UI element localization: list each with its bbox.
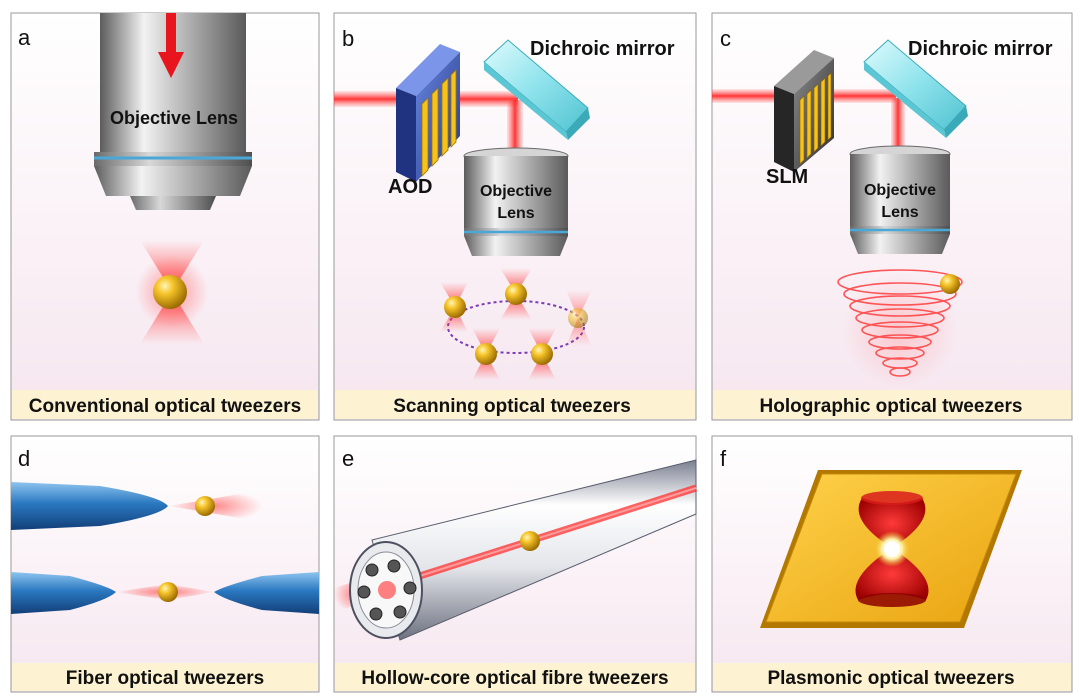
panel-d-letter: d: [18, 446, 30, 471]
objective-lens-label-c-line1: Objective: [864, 182, 936, 199]
caption-bar-c: [713, 390, 1071, 419]
trapped-particle-f: [884, 541, 900, 557]
laser-beam-mid-b: [460, 91, 518, 107]
aod-device: [396, 44, 460, 182]
aod-label: AOD: [388, 176, 432, 198]
caption-bar-d: [12, 663, 318, 691]
panel-f: f Plasmonic optical tweezers: [711, 435, 1073, 693]
caption-e: Hollow-core optical fibre tweezers: [361, 668, 668, 689]
caption-a: Conventional optical tweezers: [29, 396, 301, 417]
panel-d: d Fiber optical tweezers: [10, 435, 320, 693]
caption-c: Holographic optical tweezers: [760, 396, 1023, 417]
dichroic-mirror-label-c: Dichroic mirror: [908, 38, 1053, 60]
panel-f-letter: f: [720, 446, 727, 471]
scanning-traps-b: [440, 268, 592, 380]
slm-device: [774, 50, 834, 172]
fiber-tip-top: [11, 482, 168, 530]
trapped-particle-d-dual: [158, 582, 178, 602]
objective-lens-c: [849, 145, 951, 254]
caption-d: Fiber optical tweezers: [66, 668, 265, 689]
trapped-particle-d-top: [195, 496, 215, 516]
scan-path-b: [447, 300, 585, 354]
panel-a-letter: a: [18, 25, 31, 50]
helix-glow-c: [842, 272, 958, 388]
panel-b-letter: b: [342, 26, 354, 51]
plasmonic-field-lobes: [855, 491, 929, 607]
fibre-end-face: [349, 541, 423, 639]
caption-bar-b: [335, 390, 695, 419]
objective-lens-label-b-line1: Objective: [480, 183, 552, 200]
trapped-particle-a: [153, 275, 187, 309]
panel-d-frame: [10, 435, 320, 693]
laser-beam-mid-c: [834, 89, 896, 103]
caption-b: Scanning optical tweezers: [393, 396, 631, 417]
dichroic-mirror-label-b: Dichroic mirror: [530, 38, 675, 60]
objective-lens-b: [463, 147, 569, 256]
trapped-particle-c: [940, 274, 960, 294]
fiber-tip-left: [11, 572, 116, 614]
objective-lens-label-a: Objective Lens: [110, 108, 238, 128]
dichroic-mirror-c: [863, 39, 968, 138]
lens-tip-a: [94, 166, 252, 196]
panel-c-letter: c: [720, 26, 731, 51]
caption-bar-f: [713, 663, 1071, 691]
slm-label: SLM: [766, 166, 808, 188]
laser-beam-in-b: [334, 91, 412, 107]
objective-lens-a: [100, 13, 246, 152]
laser-arrow-a: [158, 13, 184, 78]
objective-lens-label-b-line2: Lens: [497, 205, 534, 222]
caption-bar-e: [335, 663, 695, 691]
panel-a: a Objective Lens Conventional optical tw…: [10, 12, 320, 421]
panel-e: e Hollow-core optical fibre tweezers: [333, 435, 698, 693]
objective-lens-label-c-line2: Lens: [881, 204, 918, 221]
lens-nose-a: [130, 196, 216, 210]
panel-e-letter: e: [342, 446, 354, 471]
panel-b: b AOD Dichroic mirror: [333, 12, 697, 421]
laser-beam-down-c: [891, 98, 905, 152]
caption-f: Plasmonic optical tweezers: [767, 668, 1014, 689]
laser-beam-down-b: [507, 100, 523, 152]
panel-c: c SLM Dichroic mirror: [711, 12, 1073, 421]
fiber-tip-right: [214, 572, 319, 614]
trapped-particle-e: [520, 531, 540, 551]
caption-bar-a: [12, 390, 318, 419]
laser-beam-in-c: [712, 89, 778, 103]
dichroic-mirror-b: [483, 39, 590, 140]
